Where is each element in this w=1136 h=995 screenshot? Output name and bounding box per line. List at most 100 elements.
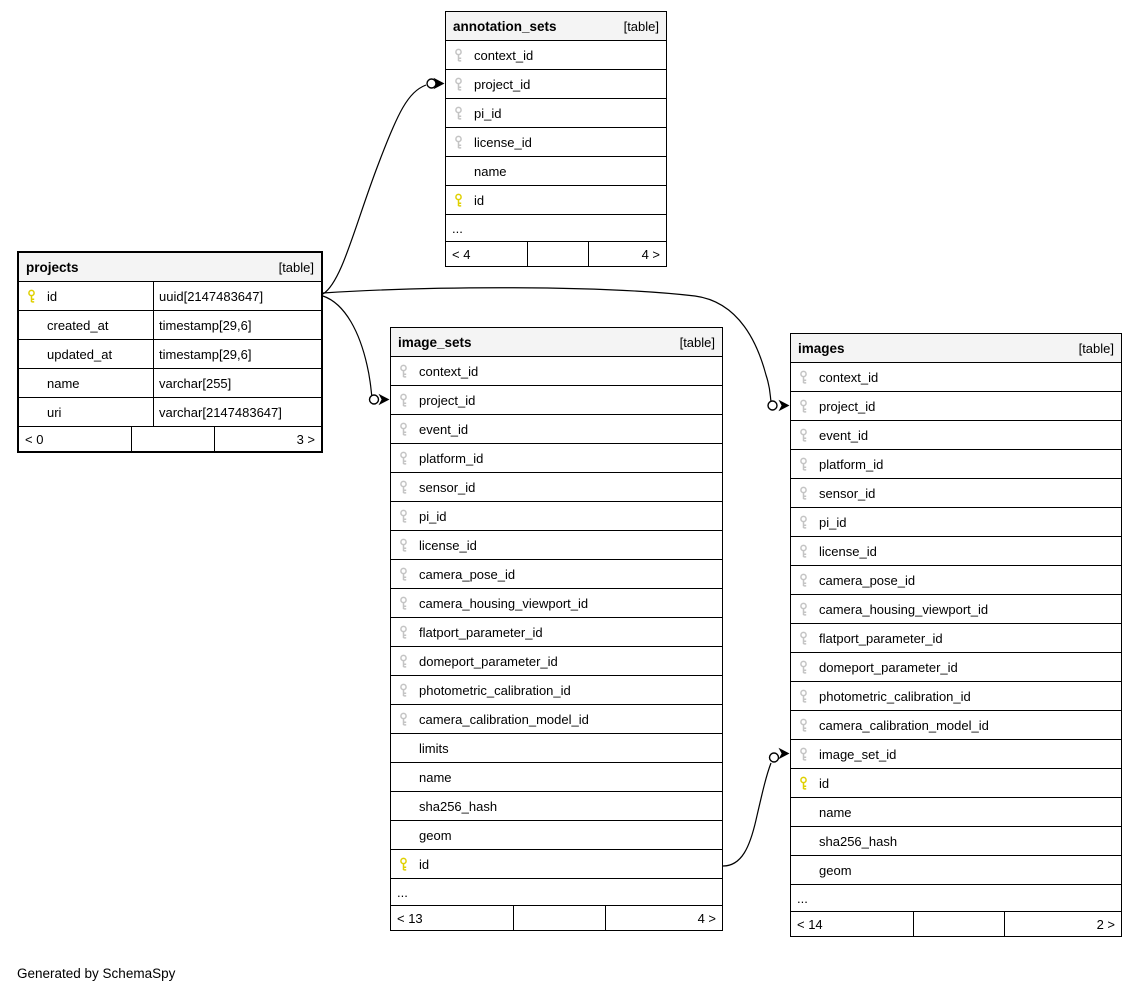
- relationship-connector-projects-image-sets: [322, 295, 390, 406]
- column-type: varchar[2147483647]: [153, 398, 321, 426]
- column-name: pi_id: [819, 514, 847, 530]
- fk-key-icon: [797, 457, 812, 471]
- column-name: license_id: [819, 543, 877, 559]
- column-name-cell: created_at: [19, 311, 153, 339]
- column-name-cell: domeport_parameter_id: [791, 653, 1121, 681]
- fk-key-icon: [397, 451, 412, 465]
- fk-key-icon: [797, 573, 812, 587]
- column-row: project_id: [446, 70, 666, 99]
- column-name-cell: camera_pose_id: [391, 560, 722, 588]
- column-name-cell: geom: [391, 821, 722, 849]
- footer-left-count: < 4: [452, 246, 471, 262]
- column-name: camera_calibration_model_id: [819, 717, 989, 733]
- column-name: camera_pose_id: [819, 572, 916, 588]
- column-name: flatport_parameter_id: [819, 630, 943, 646]
- column-name-cell: event_id: [391, 415, 722, 443]
- footer-middle-cell: [513, 906, 607, 930]
- fk-key-icon: [397, 364, 412, 378]
- column-row: sha256_hash: [791, 827, 1121, 856]
- fk-key-icon: [797, 370, 812, 384]
- column-name-cell: camera_calibration_model_id: [791, 711, 1121, 739]
- column-name: context_id: [819, 369, 879, 385]
- fk-key-icon: [797, 747, 812, 761]
- column-name-cell: name: [19, 369, 153, 397]
- table-type-label: [table]: [623, 18, 659, 34]
- column-name: id: [819, 775, 830, 791]
- column-row: context_id: [446, 41, 666, 70]
- table-header[interactable]: image_sets [table]: [391, 328, 722, 357]
- column-row: pi_id: [446, 99, 666, 128]
- fk-key-icon: [397, 509, 412, 523]
- column-name-cell: uri: [19, 398, 153, 426]
- table-type-label: [table]: [278, 259, 314, 275]
- column-type: varchar[255]: [153, 369, 321, 397]
- column-name: name: [47, 375, 80, 391]
- table-name: images: [798, 340, 845, 356]
- column-row: context_id: [791, 363, 1121, 392]
- column-name: event_id: [819, 427, 869, 443]
- fk-key-icon: [397, 596, 412, 610]
- column-name: context_id: [419, 363, 479, 379]
- column-row: event_id: [391, 415, 722, 444]
- column-row: id: [391, 850, 722, 879]
- column-row: limits: [391, 734, 722, 763]
- table-type-label: [table]: [679, 334, 715, 350]
- column-name-cell: context_id: [391, 357, 722, 385]
- column-name: camera_housing_viewport_id: [419, 595, 589, 611]
- table-name: projects: [26, 259, 79, 275]
- column-name: project_id: [819, 398, 876, 414]
- column-name-cell: sha256_hash: [391, 792, 722, 820]
- column-row: event_id: [791, 421, 1121, 450]
- pk-key-icon: [797, 776, 812, 790]
- fk-key-icon: [797, 515, 812, 529]
- column-name-cell: name: [446, 157, 666, 185]
- column-name-cell: image_set_id: [791, 740, 1121, 768]
- column-name: platform_id: [819, 456, 884, 472]
- column-name: photometric_calibration_id: [819, 688, 971, 704]
- footer-middle-cell: [130, 427, 216, 451]
- pk-key-icon: [25, 289, 40, 303]
- table-header[interactable]: annotation_sets [table]: [446, 12, 666, 41]
- column-name: id: [47, 288, 58, 304]
- column-row: camera_calibration_model_id: [791, 711, 1121, 740]
- table-header[interactable]: images [table]: [791, 334, 1121, 363]
- column-name: name: [419, 769, 452, 785]
- column-name-cell: platform_id: [791, 450, 1121, 478]
- column-name-cell: context_id: [446, 41, 666, 69]
- fk-key-icon: [452, 135, 467, 149]
- column-name: limits: [419, 740, 449, 756]
- column-name: name: [474, 163, 507, 179]
- column-row: license_id: [791, 537, 1121, 566]
- column-name-cell: flatport_parameter_id: [391, 618, 722, 646]
- column-name-cell: sensor_id: [391, 473, 722, 501]
- column-row: flatport_parameter_id: [791, 624, 1121, 653]
- column-name: camera_pose_id: [419, 566, 516, 582]
- column-name-cell: pi_id: [791, 508, 1121, 536]
- column-name-cell: camera_housing_viewport_id: [791, 595, 1121, 623]
- column-row: sensor_id: [791, 479, 1121, 508]
- table-header[interactable]: projects [table]: [19, 253, 321, 282]
- column-row: name: [791, 798, 1121, 827]
- table-footer: < 4 4 >: [446, 242, 666, 266]
- column-row: camera_pose_id: [791, 566, 1121, 595]
- column-row: license_id: [391, 531, 722, 560]
- footer-left-count: < 14: [797, 916, 823, 932]
- generated-by-note: Generated by SchemaSpy: [17, 966, 176, 981]
- fk-key-icon: [397, 712, 412, 726]
- column-type: timestamp[29,6]: [153, 311, 321, 339]
- column-row: project_id: [391, 386, 722, 415]
- column-name-cell: camera_calibration_model_id: [391, 705, 722, 733]
- column-name-cell: pi_id: [446, 99, 666, 127]
- ellipsis-row: ...: [391, 879, 722, 906]
- table-footer: < 14 2 >: [791, 912, 1121, 936]
- column-name: camera_calibration_model_id: [419, 711, 589, 727]
